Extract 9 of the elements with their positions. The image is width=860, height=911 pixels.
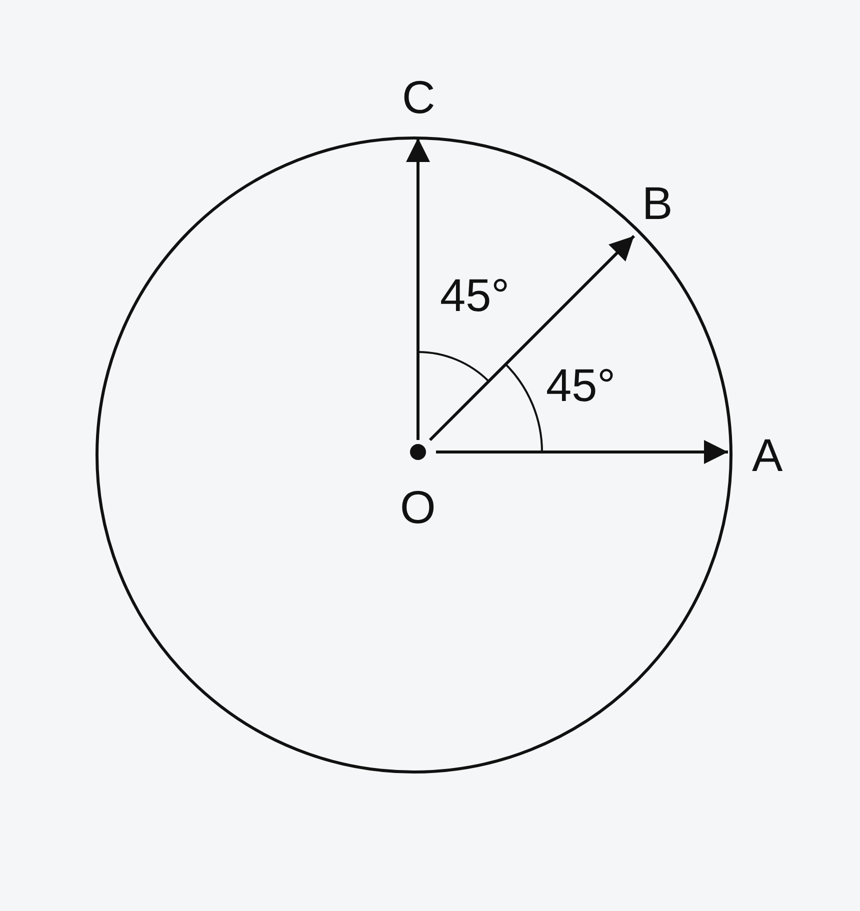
arrow bbox=[436, 440, 728, 464]
point-letter: O bbox=[400, 484, 436, 530]
point-letter: A bbox=[752, 432, 783, 478]
point-letter: B bbox=[642, 180, 673, 226]
angle-label: 45° bbox=[440, 272, 510, 318]
arrow bbox=[428, 234, 636, 442]
angle-label: 45° bbox=[546, 362, 616, 408]
arrow bbox=[406, 138, 430, 440]
point-letter: C bbox=[402, 74, 436, 120]
